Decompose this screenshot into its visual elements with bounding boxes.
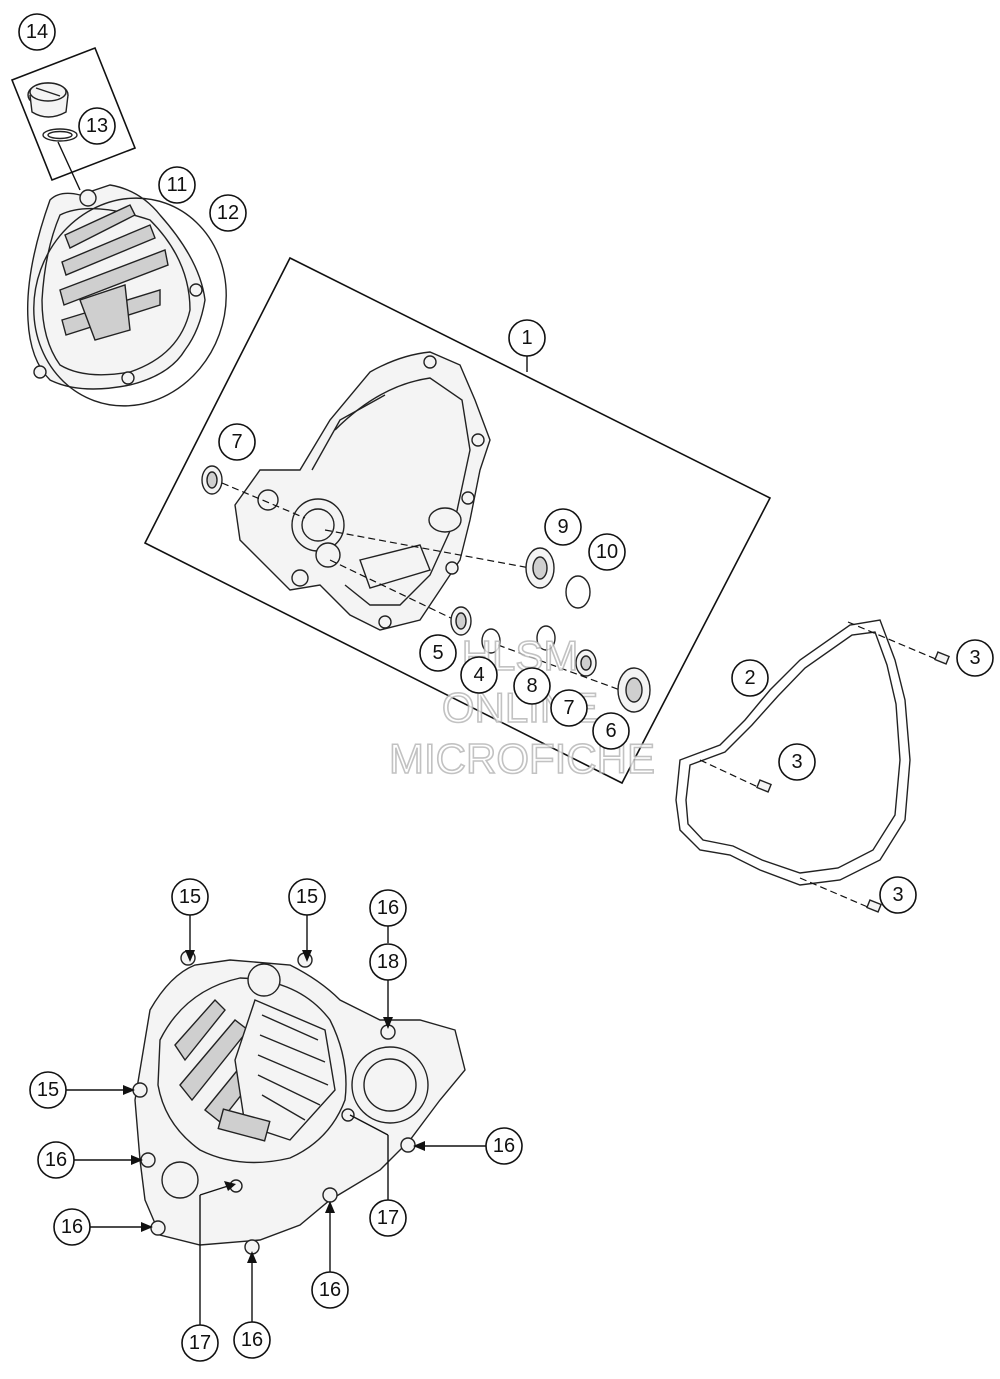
dowel-pin-mid bbox=[756, 779, 772, 793]
callout-9: 9 bbox=[544, 508, 582, 546]
axis-dowel-mid bbox=[699, 759, 761, 789]
svg-text:8: 8 bbox=[526, 675, 537, 697]
axis-dowel-top bbox=[847, 621, 939, 661]
filler-cap bbox=[27, 82, 69, 118]
callout-7-top: 7 bbox=[218, 423, 256, 461]
axis-bearing-9 bbox=[324, 529, 531, 569]
svg-text:3: 3 bbox=[969, 647, 980, 669]
callout-17-right: 17 bbox=[369, 1199, 407, 1237]
callout-15-right: 15 bbox=[288, 878, 326, 916]
cap-frame bbox=[10, 46, 137, 182]
svg-text:5: 5 bbox=[432, 642, 443, 664]
axis-seal-7 bbox=[221, 482, 306, 519]
callout-16-bottom: 16 bbox=[233, 1321, 271, 1359]
callout-18: 18 bbox=[369, 943, 407, 981]
o-ring-13 bbox=[42, 128, 78, 142]
svg-text:16: 16 bbox=[45, 1149, 67, 1171]
svg-text:16: 16 bbox=[319, 1279, 341, 1301]
svg-text:15: 15 bbox=[179, 886, 201, 908]
callout-2: 2 bbox=[731, 659, 769, 697]
circlip-10 bbox=[565, 575, 591, 609]
svg-text:13: 13 bbox=[86, 115, 108, 137]
callout-4: 4 bbox=[460, 656, 498, 694]
callout-15-side: 15 bbox=[29, 1071, 67, 1109]
svg-text:4: 4 bbox=[473, 664, 484, 686]
cover-gasket-2-inner bbox=[685, 631, 901, 874]
svg-text:15: 15 bbox=[37, 1079, 59, 1101]
axis-seal-5 bbox=[329, 559, 456, 621]
circlip-4 bbox=[481, 628, 501, 654]
callout-15-left: 15 bbox=[171, 878, 209, 916]
assembled-clutch-cover bbox=[132, 950, 466, 1255]
callout-16-top: 16 bbox=[369, 889, 407, 927]
callout-12: 12 bbox=[209, 194, 247, 232]
gasket-ring-12 bbox=[33, 197, 227, 407]
filler-port bbox=[351, 1046, 429, 1124]
callout-13: 13 bbox=[78, 107, 116, 145]
callout-16-lower-mid: 16 bbox=[311, 1271, 349, 1309]
bearing-6 bbox=[617, 667, 651, 713]
svg-text:16: 16 bbox=[493, 1135, 515, 1157]
bottom-leaders bbox=[66, 915, 486, 1325]
dowel-pin-bottom bbox=[866, 899, 882, 913]
callout-10: 10 bbox=[588, 533, 626, 571]
svg-text:7: 7 bbox=[563, 697, 574, 719]
dowel-pin-top bbox=[934, 651, 950, 665]
callout-17-left: 17 bbox=[181, 1324, 219, 1362]
svg-text:16: 16 bbox=[61, 1216, 83, 1238]
callout-11: 11 bbox=[158, 166, 196, 204]
svg-text:16: 16 bbox=[241, 1329, 263, 1351]
callout-5: 5 bbox=[419, 634, 457, 672]
callout-3-top: 3 bbox=[956, 639, 994, 677]
seal-5 bbox=[450, 606, 472, 636]
svg-text:1: 1 bbox=[521, 327, 532, 349]
callout-8: 8 bbox=[513, 667, 551, 705]
svg-text:2: 2 bbox=[744, 667, 755, 689]
outer-clutch-cover-11 bbox=[26, 184, 206, 390]
seal-7-bottom bbox=[575, 649, 597, 677]
svg-text:9: 9 bbox=[557, 516, 568, 538]
brand-badge bbox=[217, 1108, 271, 1142]
callout-1: 1 bbox=[508, 319, 546, 357]
callout-6: 6 bbox=[592, 712, 630, 750]
svg-text:16: 16 bbox=[377, 897, 399, 919]
svg-text:17: 17 bbox=[189, 1332, 211, 1354]
callout-14: 14 bbox=[18, 13, 56, 51]
svg-text:12: 12 bbox=[217, 202, 239, 224]
svg-text:18: 18 bbox=[377, 951, 399, 973]
svg-text:7: 7 bbox=[231, 431, 242, 453]
oil-filler-cap-group bbox=[10, 46, 137, 191]
cover-gasket-2 bbox=[675, 619, 911, 886]
svg-text:6: 6 bbox=[605, 720, 616, 742]
axis-dowel-bottom bbox=[799, 877, 871, 909]
callout-7-bottom: 7 bbox=[550, 689, 588, 727]
leader-cap-to-cover bbox=[57, 141, 81, 191]
bearing-9 bbox=[525, 547, 555, 589]
circlip-8 bbox=[536, 625, 556, 651]
svg-text:10: 10 bbox=[596, 541, 618, 563]
assembly-frame bbox=[143, 256, 772, 785]
svg-text:3: 3 bbox=[791, 751, 802, 773]
svg-text:14: 14 bbox=[26, 21, 48, 43]
callout-16-left-lower: 16 bbox=[53, 1208, 91, 1246]
inner-clutch-cover-1 bbox=[234, 351, 491, 631]
svg-text:11: 11 bbox=[167, 174, 188, 196]
svg-text:17: 17 bbox=[377, 1207, 399, 1229]
seal-7-top bbox=[201, 465, 223, 495]
callout-16-right: 16 bbox=[485, 1127, 523, 1165]
svg-text:15: 15 bbox=[296, 886, 318, 908]
callout-3-bottom: 3 bbox=[879, 876, 917, 914]
callout-3-mid: 3 bbox=[778, 743, 816, 781]
svg-text:3: 3 bbox=[892, 884, 903, 906]
callout-16-left-upper: 16 bbox=[37, 1141, 75, 1179]
